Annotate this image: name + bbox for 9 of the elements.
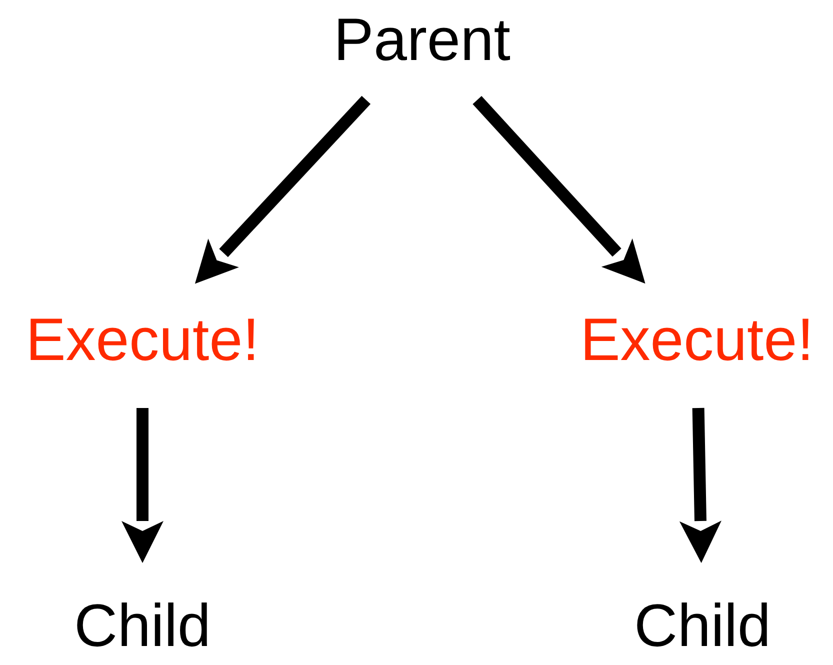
arrow: [472, 96, 646, 284]
arrow: [194, 96, 371, 284]
arrow: [679, 408, 722, 563]
arrow: [122, 408, 164, 563]
node-label: Execute!: [26, 310, 260, 370]
node-label: Parent: [334, 10, 510, 70]
node-label: Execute!: [580, 310, 814, 370]
node-label: Child: [74, 596, 211, 656]
node-label: Child: [634, 596, 771, 656]
